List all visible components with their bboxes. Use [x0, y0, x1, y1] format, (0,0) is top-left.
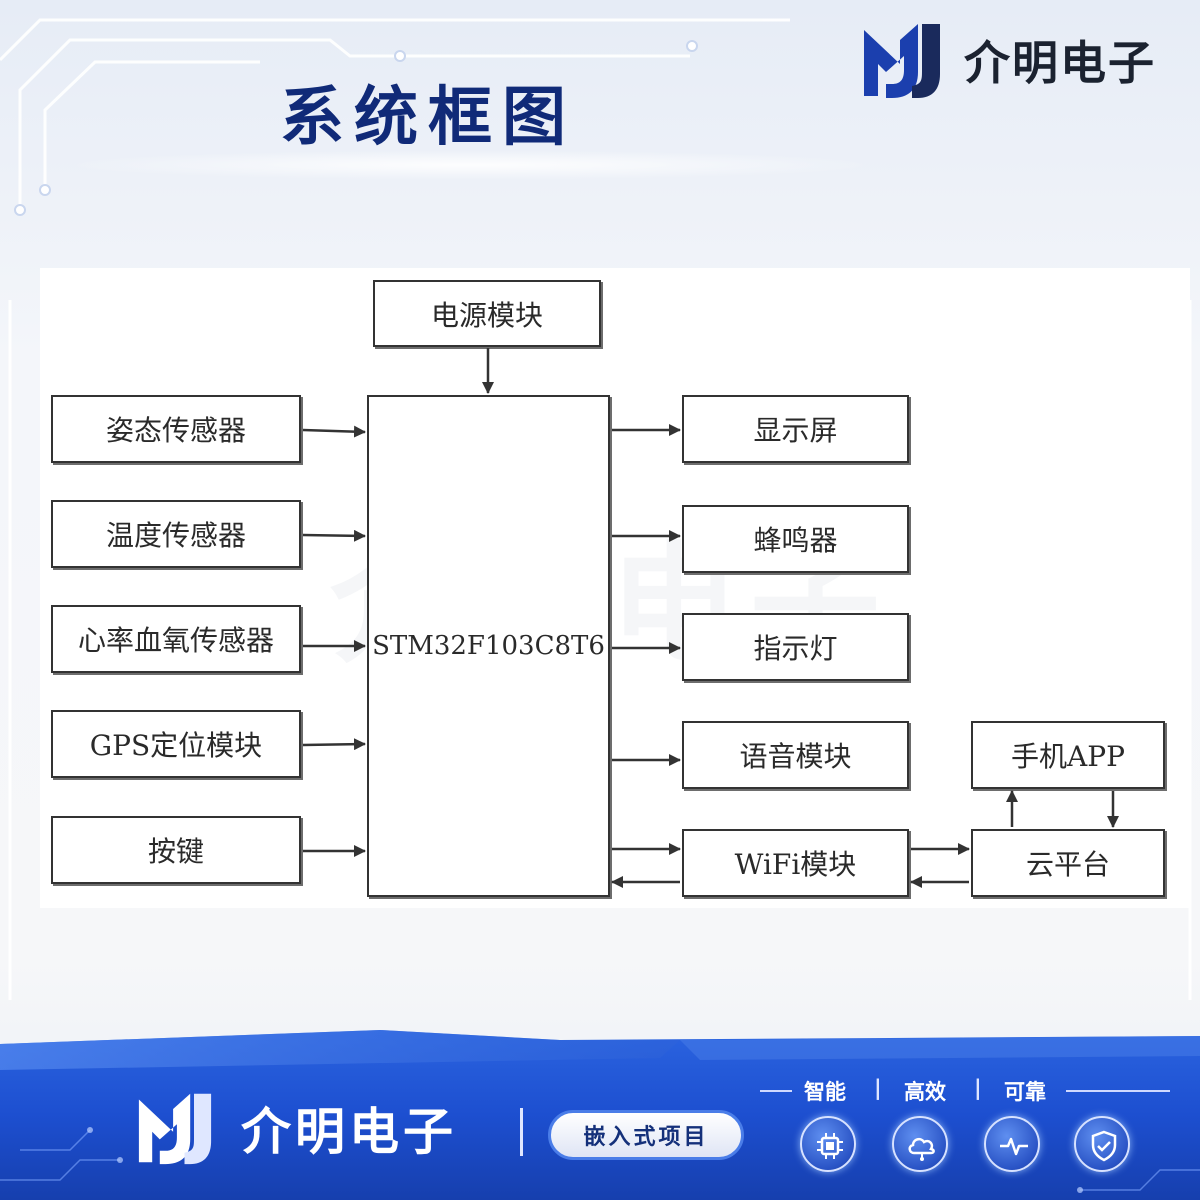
input-box-keys: 按键	[51, 816, 301, 884]
tag-reliable: 可靠	[1004, 1080, 1046, 1104]
arrow-gps-to-mcu	[302, 738, 366, 751]
cloud-icon	[892, 1116, 948, 1172]
output-box-buzzer: 蜂鸣器	[682, 505, 909, 573]
footer-divider	[520, 1108, 523, 1156]
shield-check-icon	[1074, 1116, 1130, 1172]
output-box-voice: 语音模块	[682, 721, 909, 789]
footer-brand-mark-icon	[138, 1093, 212, 1165]
tag-smart: 智能	[804, 1080, 846, 1104]
input-box-attitude: 姿态传感器	[51, 395, 301, 463]
cloud-box: 云平台	[971, 829, 1165, 897]
brand-name: 介明电子	[964, 36, 1156, 90]
output-box-wifi: WiFi模块	[682, 829, 909, 897]
footer-brand-logo: 介明电子	[135, 1088, 515, 1168]
app-box: 手机APP	[971, 721, 1165, 789]
brand-logo-top: 介明电子	[860, 20, 1180, 100]
chip-icon	[800, 1116, 856, 1172]
input-box-temperature: 温度传感器	[51, 500, 301, 568]
input-box-gps: GPS定位模块	[51, 710, 301, 778]
power-module-box: 电源模块	[373, 280, 601, 347]
diagram-panel	[40, 268, 1190, 908]
output-box-indicator: 指示灯	[682, 613, 909, 681]
tag-efficient: 高效	[904, 1080, 946, 1104]
tag-separator: |	[974, 1076, 982, 1100]
tag-line-right	[1066, 1090, 1170, 1092]
title-glow	[60, 150, 880, 180]
tag-separator: |	[874, 1076, 882, 1100]
brand-mark-icon	[864, 24, 940, 98]
footer-brand-name: 介明电子	[241, 1103, 457, 1161]
output-box-display: 显示屏	[682, 395, 909, 463]
embedded-project-badge: 嵌入式项目	[548, 1110, 744, 1160]
arrow-temperature-to-mcu	[302, 529, 366, 542]
input-box-heart-rate-spo2: 心率血氧传感器	[51, 605, 301, 673]
mcu-box: STM32F103C8T6	[367, 395, 610, 897]
tag-line-left	[760, 1090, 792, 1092]
footer-tags: 智能 | 高效 | 可靠	[760, 1074, 1180, 1108]
arrow-attitude-to-mcu	[302, 425, 366, 438]
page-title: 系统框图	[280, 81, 576, 155]
pulse-icon	[984, 1116, 1040, 1172]
